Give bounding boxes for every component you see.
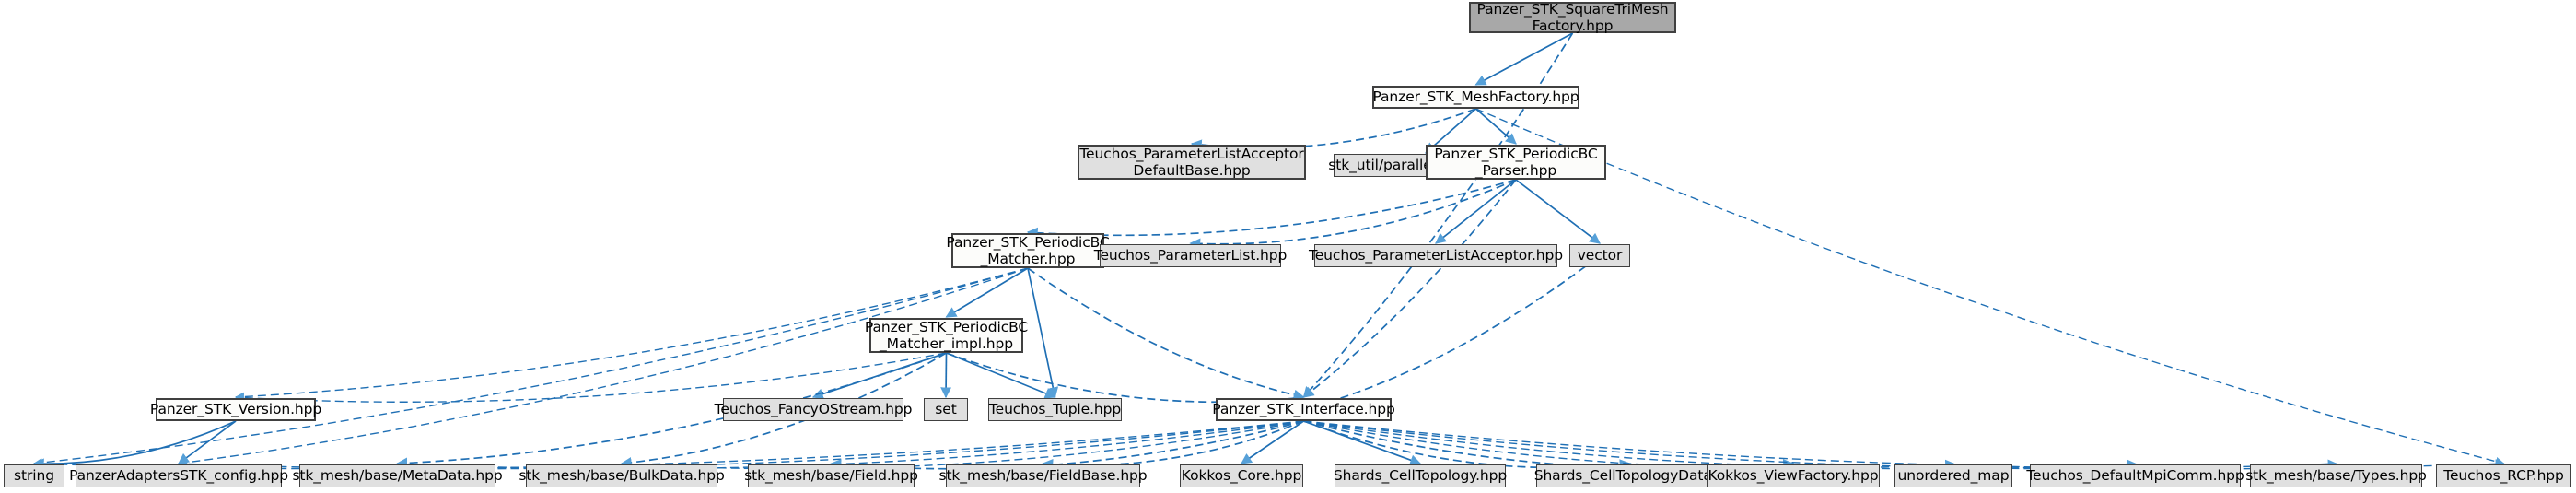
edge-bcparser-to-placceptor <box>1435 179 1517 244</box>
edge-interface-to-vector <box>1303 254 1601 411</box>
graph-node-bcmatcher[interactable]: Panzer_STK_PeriodicBC _Matcher.hpp <box>946 233 1110 268</box>
edge-bcparser-to-vector <box>1515 179 1601 244</box>
edge-interface-to-shardsctd <box>1303 420 1631 471</box>
edge-bcmatcher-to-config <box>178 267 1029 467</box>
graph-node-version[interactable]: Panzer_STK_Version.hpp <box>150 398 321 421</box>
graph-node-types[interactable]: stk_mesh/base/Types.hpp <box>2245 464 2427 487</box>
graph-node-tuple[interactable]: Teuchos_Tuple.hpp <box>988 398 1122 421</box>
graph-node-metadata[interactable]: stk_mesh/base/MetaData.hpp <box>292 464 503 487</box>
edge-bcmatcher-to-interface <box>1027 267 1305 401</box>
graph-node-bulkdata[interactable]: stk_mesh/base/BulkData.hpp <box>519 464 725 487</box>
graph-node-kokkoscore[interactable]: Kokkos_Core.hpp <box>1180 464 1303 487</box>
edge-version-to-string <box>32 420 237 470</box>
graph-node-bcmatcherimpl[interactable]: Panzer_STK_PeriodicBC _Matcher_impl.hpp <box>864 318 1029 353</box>
graph-node-mpicomm[interactable]: Teuchos_DefaultMpiComm.hpp <box>2026 464 2244 487</box>
edge-bcmatcherimpl-to-version <box>235 352 947 403</box>
graph-node-vector[interactable]: vector <box>1569 244 1630 267</box>
edge-interface-to-string <box>33 420 1304 470</box>
graph-node-shardsct[interactable]: Shards_CellTopology.hpp <box>1334 464 1507 487</box>
graph-node-paramlist[interactable]: Teuchos_ParameterList.hpp <box>1094 244 1287 267</box>
graph-node-shardsctd[interactable]: Shards_CellTopologyData.h <box>1534 464 1725 487</box>
edge-root-to-meshfactory <box>1474 32 1573 86</box>
graph-node-plad[interactable]: Teuchos_ParameterListAcceptor DefaultBas… <box>1078 145 1306 180</box>
edge-interface-to-rcp <box>1303 420 2505 470</box>
edge-bcmatcher-to-tuple <box>1027 267 1059 399</box>
edge-bcmatcher-to-bcmatcherimpl <box>945 267 1029 318</box>
edge-version-to-config <box>178 420 237 464</box>
edge-interface-to-fieldbase <box>1042 420 1304 470</box>
edge-bcmatcherimpl-to-tuple <box>946 352 1056 399</box>
graph-node-rcp[interactable]: Teuchos_RCP.hpp <box>2436 464 2571 487</box>
edge-interface-to-types <box>1303 420 2337 470</box>
edge-bcmatcherimpl-to-fancyostream <box>811 352 947 400</box>
graph-node-field[interactable]: stk_mesh/base/Field.hpp <box>744 464 918 487</box>
edge-interface-to-kokkosvf <box>1303 420 1795 470</box>
edge-interface-to-mpicomm <box>1303 420 2137 470</box>
graph-node-meshfactory[interactable]: Panzer_STK_MeshFactory.hpp <box>1372 86 1579 109</box>
edge-meshfactory-to-rcp <box>1475 108 2505 466</box>
graph-node-set[interactable]: set <box>924 398 968 421</box>
graph-node-fieldbase[interactable]: stk_mesh/base/FieldBase.hpp <box>938 464 1148 487</box>
edge-bcparser-to-interface <box>1302 179 1517 398</box>
edge-interface-to-shardsct <box>1303 420 1422 465</box>
edge-interface-to-config <box>178 420 1304 470</box>
edge-bcmatcherimpl-to-interface <box>946 352 1305 405</box>
edge-interface-to-kokkoscore <box>1241 420 1304 464</box>
edge-interface-to-metadata <box>396 420 1304 470</box>
graph-node-interface[interactable]: Panzer_STK_Interface.hpp <box>1212 398 1395 421</box>
edge-meshfactory-to-bcparser <box>1474 108 1517 145</box>
edge-meshfactory-to-plad <box>1190 108 1476 151</box>
graph-node-fancyostream[interactable]: Teuchos_FancyOStream.hpp <box>715 398 912 421</box>
edge-interface-to-field <box>830 420 1304 470</box>
edge-bcmatcher-to-string <box>33 267 1029 467</box>
edge-interface-to-unorderedmap <box>1303 420 1954 470</box>
graph-node-kokkosvf[interactable]: Kokkos_ViewFactory.hpp <box>1707 464 1880 487</box>
graph-node-placceptor[interactable]: Teuchos_ParameterListAcceptor.hpp <box>1309 244 1563 267</box>
edge-bcmatcherimpl-to-set <box>940 352 952 399</box>
graph-node-root[interactable]: Panzer_STK_SquareTriMesh Factory.hpp <box>1469 1 1676 34</box>
graph-node-bcparser[interactable]: Panzer_STK_PeriodicBC _Parser.hpp <box>1426 145 1606 180</box>
edge-bcparser-to-bcmatcher <box>1026 179 1517 239</box>
edge-bcparser-to-paramlist <box>1189 179 1517 250</box>
graph-node-string[interactable]: string <box>4 464 64 487</box>
graph-node-unorderedmap[interactable]: unordered_map <box>1894 464 2012 487</box>
edge-interface-to-bulkdata <box>621 420 1304 470</box>
graph-node-config[interactable]: PanzerAdaptersSTK_config.hpp <box>69 464 288 487</box>
